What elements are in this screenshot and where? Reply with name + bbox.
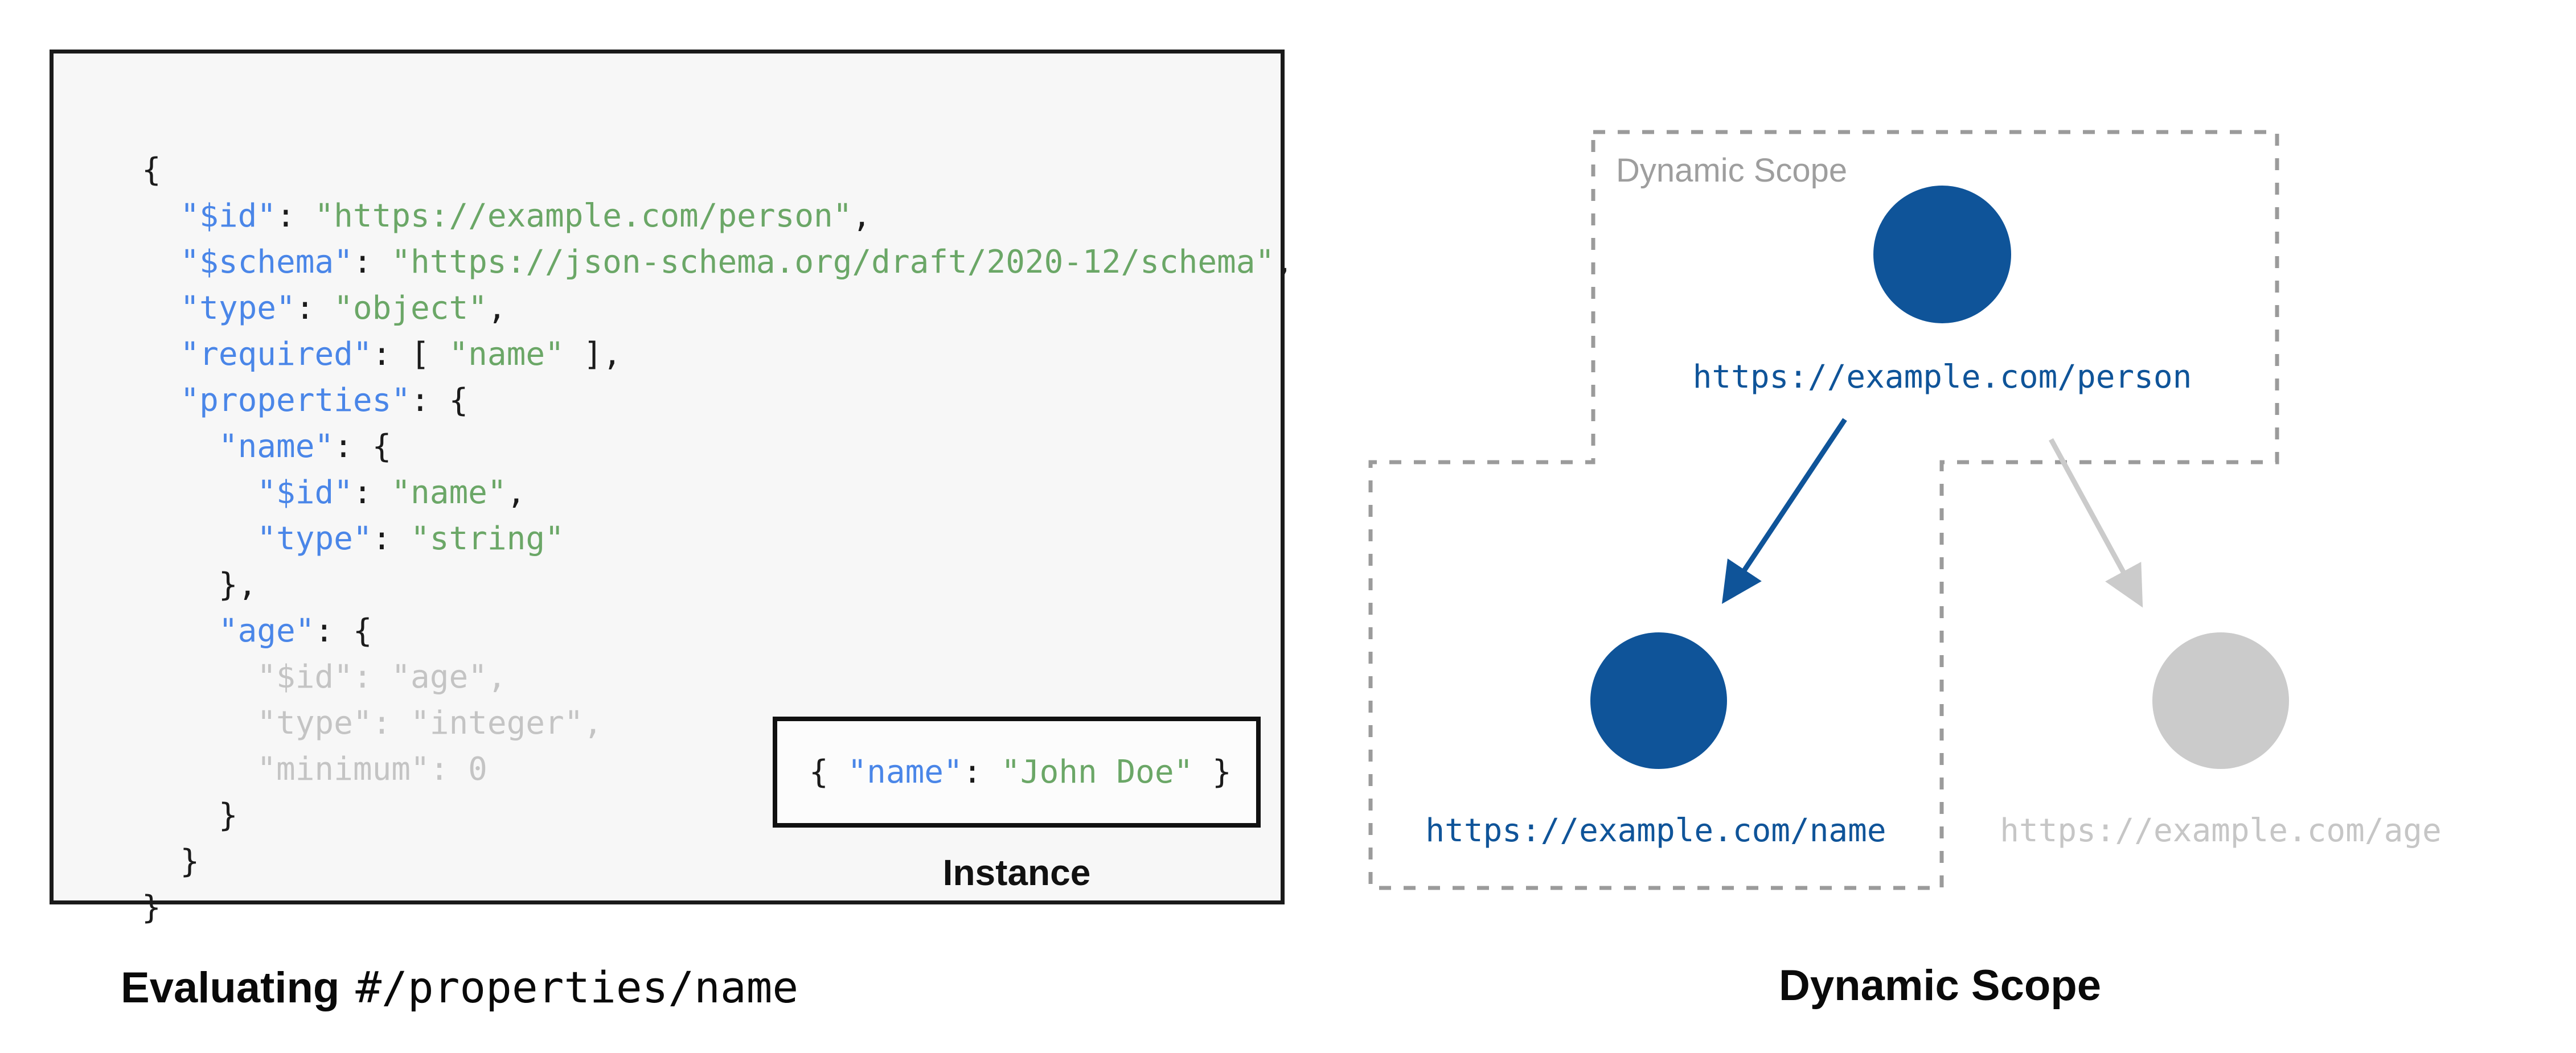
code-line: "$id": "name", — [257, 474, 526, 511]
edge-person-to-age-arrow — [2049, 438, 2143, 608]
code-line: "$schema": "https://json-schema.org/draf… — [180, 244, 1294, 281]
code-line: "required": [ "name" ], — [180, 336, 622, 373]
code-line: "$id": "age", — [142, 659, 507, 696]
code-line: "properties": { — [180, 382, 469, 419]
person-node — [1873, 186, 2011, 323]
person-node-url: https://example.com/person — [1692, 359, 2192, 396]
code-line: "type": "string" — [257, 520, 564, 557]
age-node — [2152, 632, 2289, 769]
dynamic-scope-region-outline — [1368, 130, 2279, 890]
code-line: "type": "object", — [180, 290, 507, 327]
code-line: "age": { — [218, 612, 372, 649]
age-node-url: https://example.com/age — [2000, 812, 2442, 849]
scope-region-label: Dynamic Scope — [1616, 152, 1848, 189]
code-line: "minimum": 0 — [142, 751, 487, 788]
edge-person-to-name-arrow — [1722, 418, 1847, 604]
instance-code: { "name": "John Doe" } — [809, 754, 1232, 791]
code-line: } — [142, 889, 161, 926]
code-line: { — [142, 151, 161, 188]
code-line: "$id": "https://example.com/person", — [180, 198, 872, 235]
code-line: "type": "integer", — [142, 705, 603, 742]
code-line: "name": { — [218, 428, 392, 465]
evaluating-caption-bold: Evaluating — [121, 964, 340, 1012]
code-line: } — [142, 843, 200, 880]
code-line: }, — [142, 566, 257, 603]
schema-json-code: { "$id": "https://example.com/person", "… — [142, 147, 1294, 931]
instance-box: { "name": "John Doe" } — [773, 717, 1261, 828]
evaluating-caption: Evaluating #/properties/name — [121, 962, 798, 1013]
instance-label: Instance — [942, 852, 1091, 893]
dynamic-scope-caption: Dynamic Scope — [1779, 961, 2101, 1010]
code-line: } — [142, 797, 238, 834]
name-node-url: https://example.com/name — [1425, 812, 1886, 849]
evaluating-caption-pointer: #/properties/name — [355, 962, 799, 1013]
name-node — [1590, 632, 1727, 769]
schema-code-panel: { "$id": "https://example.com/person", "… — [50, 50, 1294, 926]
